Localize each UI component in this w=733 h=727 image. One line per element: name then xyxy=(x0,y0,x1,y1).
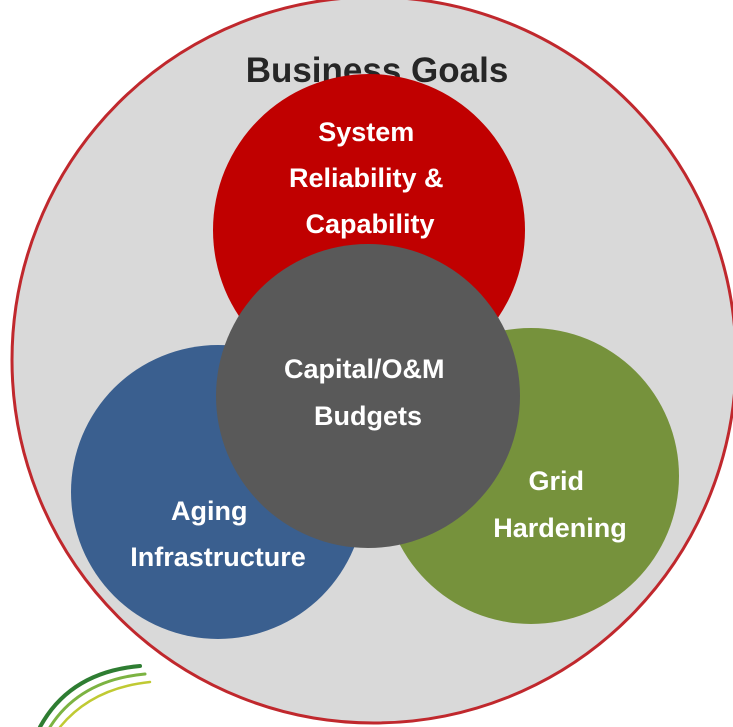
capital-budgets-line-2: Budgets xyxy=(314,401,422,431)
logo-arc-mid xyxy=(48,672,147,727)
capital-budgets-line-1: Capital/O&M xyxy=(284,354,445,384)
system-reliability-line-1: System xyxy=(318,117,414,147)
logo-swirl-icon xyxy=(38,664,152,727)
system-reliability-label: System Reliability & Capability xyxy=(289,117,451,239)
system-reliability-line-3: Capability xyxy=(305,209,434,239)
system-reliability-line-2: Reliability & xyxy=(289,163,444,193)
grid-hardening-line-1: Grid xyxy=(528,466,584,496)
aging-infrastructure-line-1: Aging xyxy=(171,496,247,526)
logo-arc-light xyxy=(58,680,152,727)
grid-hardening-label: Grid Hardening xyxy=(493,466,627,543)
logo-arc-dark xyxy=(38,664,142,727)
capital-budgets-label: Capital/O&M Budgets xyxy=(284,354,452,431)
capital-budgets-circle xyxy=(216,244,520,548)
aging-infrastructure-label: Aging Infrastructure xyxy=(130,496,306,572)
aging-infrastructure-line-2: Infrastructure xyxy=(130,542,306,572)
grid-hardening-line-2: Hardening xyxy=(493,513,627,543)
